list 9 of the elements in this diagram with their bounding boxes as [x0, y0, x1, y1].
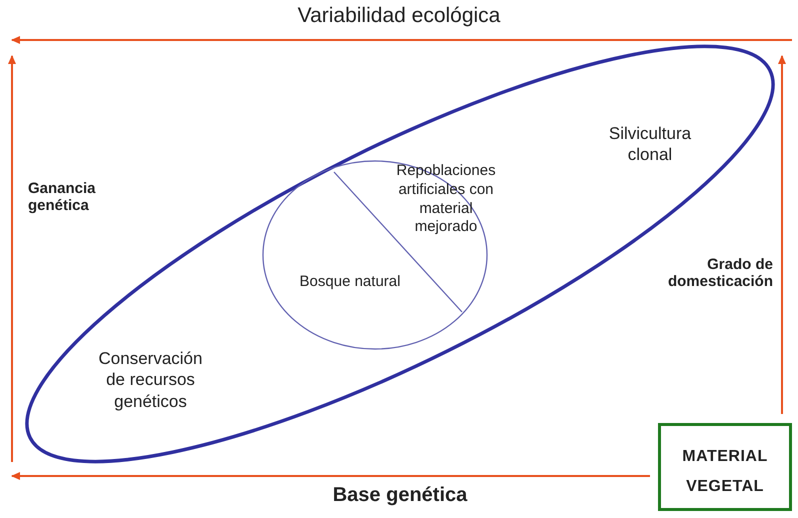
node-label: Conservación de recursos genéticos [98, 348, 204, 412]
node-label: MATERIAL VEGETAL [681, 447, 769, 498]
axis-label: Base genética [332, 484, 468, 507]
axis-label: Ganancia genética [28, 180, 97, 214]
axis-label: Variabilidad ecológica [296, 4, 502, 28]
node-label: Bosque natural [298, 273, 402, 292]
axis-label: Grado de domesticación [666, 256, 773, 290]
node-label: Silvicultura clonal [608, 123, 692, 166]
category-box [658, 423, 792, 511]
